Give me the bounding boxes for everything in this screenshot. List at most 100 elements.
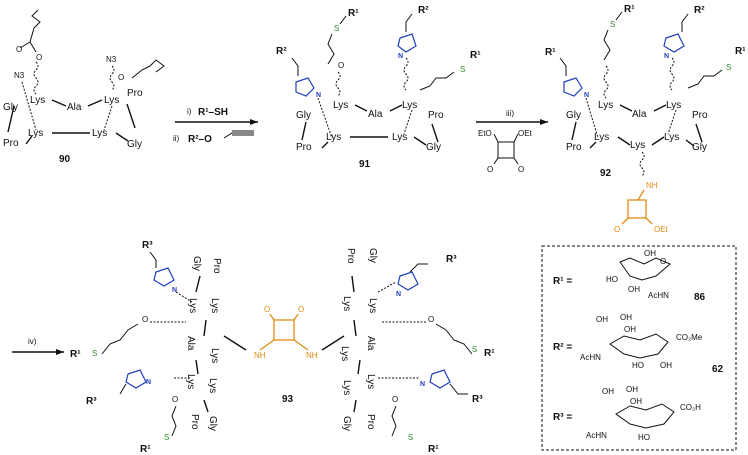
- triazole-ring-91b: [295, 77, 315, 97]
- r-group-legend: R¹ = OH HO OH AcHN O 86 R² = OH OH OH CO…: [541, 245, 737, 451]
- residue-lys-93-8: Lys: [339, 346, 350, 361]
- residue-lys-91-4: Lys: [392, 132, 407, 143]
- r1-label-93-right: R¹: [484, 348, 495, 359]
- r1-definition-label: R¹ =: [553, 276, 572, 287]
- residue-gly-92-2: Gly: [692, 142, 707, 153]
- r1-achn: AcHN: [648, 291, 669, 300]
- residue-lys-92-1: Lys: [598, 100, 613, 111]
- squaramide-oet-92: OEt: [654, 225, 669, 234]
- triazole-n-93d: N: [420, 381, 425, 388]
- triazole-ring-93a: [153, 267, 175, 287]
- residue-gly-91-2: Gly: [426, 142, 441, 153]
- residue-pro-93-3: Pro: [345, 248, 356, 264]
- residue-ala-91: Ala: [368, 109, 383, 120]
- r3-oh-3: OH: [630, 397, 642, 406]
- sulfur-91b: S: [460, 65, 465, 74]
- squaramide-o-93a: O: [264, 305, 270, 314]
- triazole-ring-92b: [563, 77, 583, 97]
- compound-label-86: 86: [694, 292, 706, 303]
- reaction-arrow-3: iv): [12, 337, 64, 355]
- reaction-arrow-1: i) R¹–SH ii) R²–O: [173, 107, 258, 145]
- triazole-ring-93d: [429, 369, 451, 389]
- step-iv-label: iv): [28, 337, 37, 346]
- residue-pro-92-2: Pro: [566, 142, 582, 153]
- squarate-o-1: O: [487, 165, 493, 174]
- residue-ala-93-1: Ala: [185, 336, 196, 351]
- r2-achn: AcHN: [580, 353, 601, 362]
- residue-pro-1: Pro: [127, 88, 143, 99]
- r2-label-91-top: R²: [418, 5, 429, 16]
- residue-lys-4: Lys: [92, 128, 107, 139]
- carbonyl-o-91: O: [338, 61, 344, 70]
- residue-gly-93-4: Gly: [341, 416, 352, 431]
- residue-lys-93-2: Lys: [209, 298, 220, 313]
- r3-co2h: CO₂H: [680, 403, 701, 412]
- reaction-arrow-2: iii) EtO OEt O O: [476, 109, 548, 174]
- residue-lys-93-5: Lys: [207, 378, 218, 393]
- r3-label-93-tr: R³: [446, 254, 457, 265]
- sialic-ring-r2: [609, 333, 669, 359]
- squaramide-o-92: O: [614, 225, 620, 234]
- squaramide-o-93b: O: [298, 305, 304, 314]
- compound-label-93: 93: [282, 394, 294, 405]
- nh-label-92: NH: [646, 181, 658, 190]
- triazole-ring-93c: [397, 271, 419, 291]
- r3-label-93-tl: R³: [142, 240, 153, 251]
- triazole-n-91a: N: [398, 53, 403, 60]
- residue-ala-93-2: Ala: [365, 336, 376, 351]
- residue-lys-92-2: Lys: [666, 100, 681, 111]
- residue-gly-92-1: Gly: [566, 110, 581, 121]
- residue-lys-91-2: Lys: [402, 100, 417, 111]
- sulfur-92a: S: [610, 20, 615, 29]
- r1-label-91: R¹: [348, 8, 359, 19]
- r3-achn: AcHN: [586, 431, 607, 440]
- step-i-label: i): [187, 107, 192, 116]
- ester-oxygen-2: O: [118, 73, 124, 82]
- step-i-reagent: R¹–SH: [198, 107, 228, 118]
- triazole-n-92b: N: [584, 92, 589, 99]
- compound-93: R³ N Gly Pro Lys Lys Ala Lys Lys Lys Pro…: [70, 240, 495, 455]
- azide-label-top: N3: [106, 55, 117, 64]
- r1-oh-1: OH: [644, 249, 656, 258]
- r1-label-93-bottom-right: R¹: [428, 444, 439, 455]
- carbonyl-o-93b: O: [172, 395, 178, 404]
- sulfur-93d: S: [408, 433, 413, 442]
- residue-gly-2: Gly: [127, 139, 142, 150]
- step-ii-reagent: R²–O: [188, 134, 212, 145]
- squaramide-ring-92: [627, 199, 647, 219]
- compound-90: O O N3 O Lys Ala Lys Pro Gly Pro Lys Lys…: [3, 9, 165, 165]
- squarate-ring: [497, 141, 515, 159]
- residue-pro-92-1: Pro: [692, 110, 708, 121]
- r3-label-93-bl: R³: [86, 396, 97, 407]
- squarate-eto: EtO: [478, 129, 492, 138]
- sulfur-93c: S: [472, 345, 477, 354]
- residue-gly-93-3: Gly: [367, 248, 378, 263]
- r1-label-92-top: R¹: [624, 4, 635, 15]
- residue-ala-92: Ala: [632, 109, 647, 120]
- r1-label-93-left: R¹: [70, 349, 81, 360]
- residue-ala: Ala: [67, 102, 82, 113]
- r2-label-91-left: R²: [276, 46, 287, 57]
- residue-pro-91-1: Pro: [428, 110, 444, 121]
- triazole-n-93b: N: [146, 379, 151, 386]
- r2-co2me: CO₂Me: [676, 333, 703, 342]
- r2-oh-3: OH: [624, 325, 636, 334]
- step-ii-label: ii): [173, 134, 180, 143]
- sulfur-93a: S: [92, 349, 97, 358]
- r1-label-92-left: R¹: [545, 47, 556, 58]
- compound-92: R¹ S R² N R¹ N R¹ S Lys Ala Lys Pro Gly …: [545, 4, 746, 234]
- r1-label-93-bottom-left: R¹: [140, 444, 151, 455]
- carbonyl-o-93a: O: [142, 315, 148, 324]
- r3-ho: HO: [638, 433, 650, 442]
- ester-oxygen: O: [16, 45, 22, 54]
- r3-definition-label: R³ =: [553, 412, 572, 423]
- residue-lys-91-3: Lys: [326, 132, 341, 143]
- residue-lys-93-10: Lys: [365, 374, 376, 389]
- r3-oh-2: OH: [626, 385, 638, 394]
- residue-lys-92-4: Lys: [630, 140, 645, 151]
- r2-label-92: R²: [694, 5, 705, 16]
- residue-lys-93-4: Lys: [185, 374, 196, 389]
- r3-oh-1: OH: [602, 387, 614, 396]
- squarate-o-2: O: [518, 165, 524, 174]
